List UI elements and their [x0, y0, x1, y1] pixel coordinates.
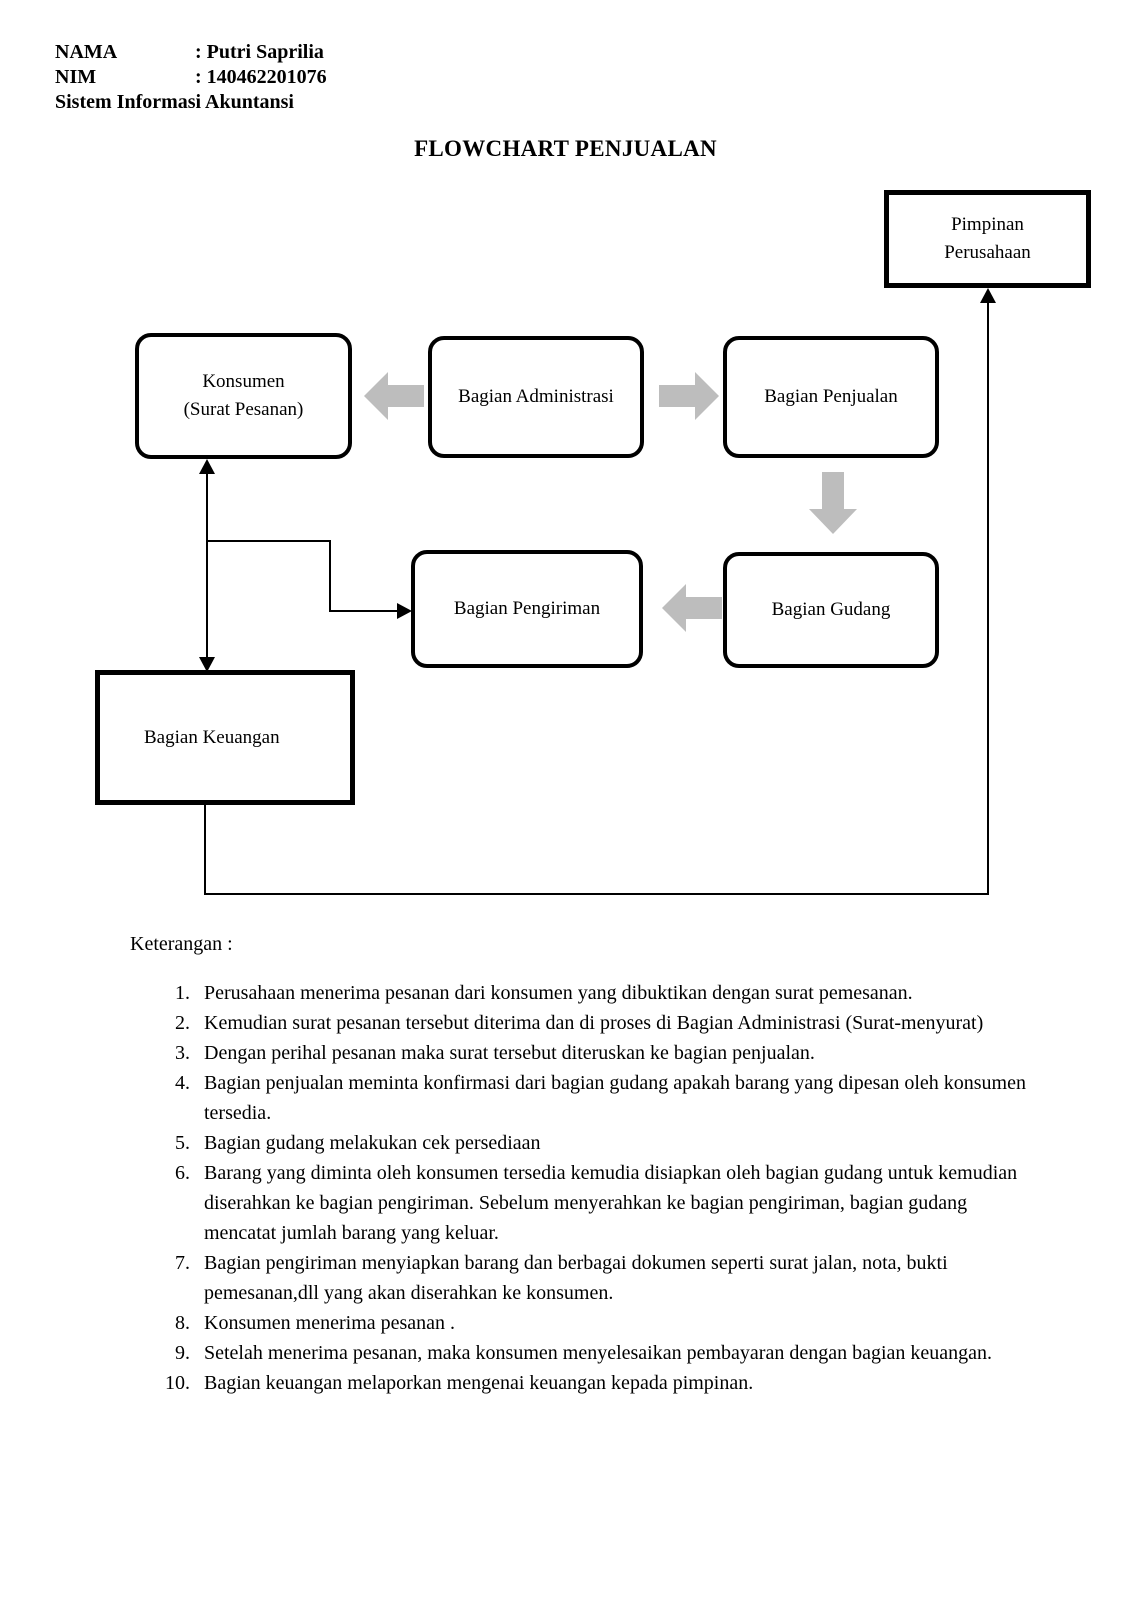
node-penjualan-label: Bagian Penjualan — [764, 386, 898, 407]
list-item-number: 5. — [175, 1132, 190, 1154]
node-konsumen-line2: (Surat Pesanan) — [183, 399, 304, 420]
gray-arrow-left-icon — [364, 368, 424, 424]
list-item: 10. Bagian keuangan melaporkan mengenai … — [162, 1368, 1042, 1398]
node-konsumen-line1: Konsumen — [202, 371, 285, 392]
arrowhead-down-keuangan — [199, 657, 215, 672]
list-item-text: Perusahaan menerima pesanan dari konsume… — [204, 982, 913, 1004]
node-bagian-pengiriman[interactable]: Bagian Pengiriman — [411, 550, 643, 668]
list-item-text: Kemudian surat pesanan tersebut diterima… — [204, 1012, 984, 1034]
list-item-number: 7. — [175, 1252, 190, 1274]
flowchart: Pimpinan Perusahaan Konsumen (Surat Pesa… — [95, 190, 1091, 895]
header-row-nama: NAMA : Putri Saprilia — [55, 40, 327, 65]
list-item: 3. Dengan perihal pesanan maka surat ter… — [162, 1038, 1042, 1068]
list-item-text: Setelah menerima pesanan, maka konsumen … — [204, 1342, 993, 1364]
connector-branch-vertical — [329, 540, 331, 612]
list-item: 4. Bagian penjualan meminta konfirmasi d… — [162, 1068, 1042, 1128]
node-bagian-administrasi[interactable]: Bagian Administrasi — [428, 336, 644, 458]
node-pimpinan-line2: Perusahaan — [944, 242, 1031, 263]
header-row-nim: NIM : 140462201076 — [55, 65, 327, 90]
list-item-text: Dengan perihal pesanan maka surat terseb… — [204, 1042, 815, 1064]
node-pimpinan-line1: Pimpinan — [951, 214, 1024, 235]
node-bagian-penjualan[interactable]: Bagian Penjualan — [723, 336, 939, 458]
list-item: 9. Setelah menerima pesanan, maka konsum… — [162, 1338, 1042, 1368]
header-label-nim: NIM — [55, 66, 97, 88]
list-item-number: 6. — [175, 1162, 190, 1184]
list-item-number: 8. — [175, 1312, 190, 1334]
gray-arrow-right-icon — [659, 368, 719, 424]
gray-arrow-down-icon — [805, 472, 861, 534]
header-label-nama: NAMA — [55, 41, 118, 63]
list-item-number: 1. — [175, 982, 190, 1004]
node-bagian-keuangan[interactable]: Bagian Keuangan — [95, 670, 355, 805]
connector-konsumen-keuangan — [206, 470, 208, 670]
arrowhead-up-pimpinan — [980, 288, 996, 303]
header-course: Sistem Informasi Akuntansi — [55, 91, 294, 113]
node-gudang-label: Bagian Gudang — [771, 599, 891, 620]
node-bagian-gudang[interactable]: Bagian Gudang — [723, 552, 939, 668]
list-item: 1. Perusahaan menerima pesanan dari kons… — [162, 978, 1042, 1008]
node-pimpinan-perusahaan[interactable]: Pimpinan Perusahaan — [884, 190, 1091, 288]
list-item-text: Bagian keuangan melaporkan mengenai keua… — [204, 1372, 754, 1394]
connector-branch-horizontal-2 — [329, 610, 401, 612]
list-item-text: Barang yang diminta oleh konsumen tersed… — [204, 1162, 1018, 1244]
node-pengiriman-label: Bagian Pengiriman — [453, 598, 601, 619]
connector-branch-horizontal-1 — [207, 540, 331, 542]
connector-keuangan-down — [204, 805, 206, 895]
list-item-number: 2. — [175, 1012, 190, 1034]
node-keuangan-label: Bagian Keuangan — [144, 726, 280, 748]
list-item-number: 3. — [175, 1042, 190, 1064]
keterangan-list: 1. Perusahaan menerima pesanan dari kons… — [162, 978, 1042, 1398]
header-value-nama: : Putri Saprilia — [195, 41, 324, 63]
list-item-number: 10. — [165, 1372, 190, 1394]
node-administrasi-label: Bagian Administrasi — [458, 386, 614, 407]
list-item: 7. Bagian pengiriman menyiapkan barang d… — [162, 1248, 1042, 1308]
arrowhead-right-pengiriman — [397, 603, 412, 619]
page-title: FLOWCHART PENJUALAN — [414, 136, 717, 161]
list-item: 8. Konsumen menerima pesanan . — [162, 1308, 1042, 1338]
arrowhead-up-konsumen — [199, 459, 215, 474]
connector-bottom-horizontal — [204, 893, 989, 895]
header-value-nim: : 140462201076 — [195, 66, 327, 88]
node-konsumen[interactable]: Konsumen (Surat Pesanan) — [135, 333, 352, 459]
list-item-number: 9. — [175, 1342, 190, 1364]
list-item: 6. Barang yang diminta oleh konsumen ter… — [162, 1158, 1042, 1248]
list-item-text: Konsumen menerima pesanan . — [204, 1312, 456, 1334]
list-item-number: 4. — [175, 1072, 190, 1094]
gray-arrow-left-icon-2 — [662, 580, 722, 636]
list-item-text: Bagian pengiriman menyiapkan barang dan … — [204, 1252, 948, 1304]
list-item: 5. Bagian gudang melakukan cek persediaa… — [162, 1128, 1042, 1158]
student-header: NAMA : Putri Saprilia NIM : 140462201076 S… — [55, 40, 327, 115]
list-item: 2. Kemudian surat pesanan tersebut diter… — [162, 1008, 1042, 1038]
list-item-text: Bagian gudang melakukan cek persediaan — [204, 1132, 541, 1154]
list-item-text: Bagian penjualan meminta konfirmasi dari… — [204, 1072, 1026, 1124]
connector-right-up-to-pimpinan — [987, 295, 989, 895]
keterangan-heading: Keterangan : — [130, 933, 233, 955]
